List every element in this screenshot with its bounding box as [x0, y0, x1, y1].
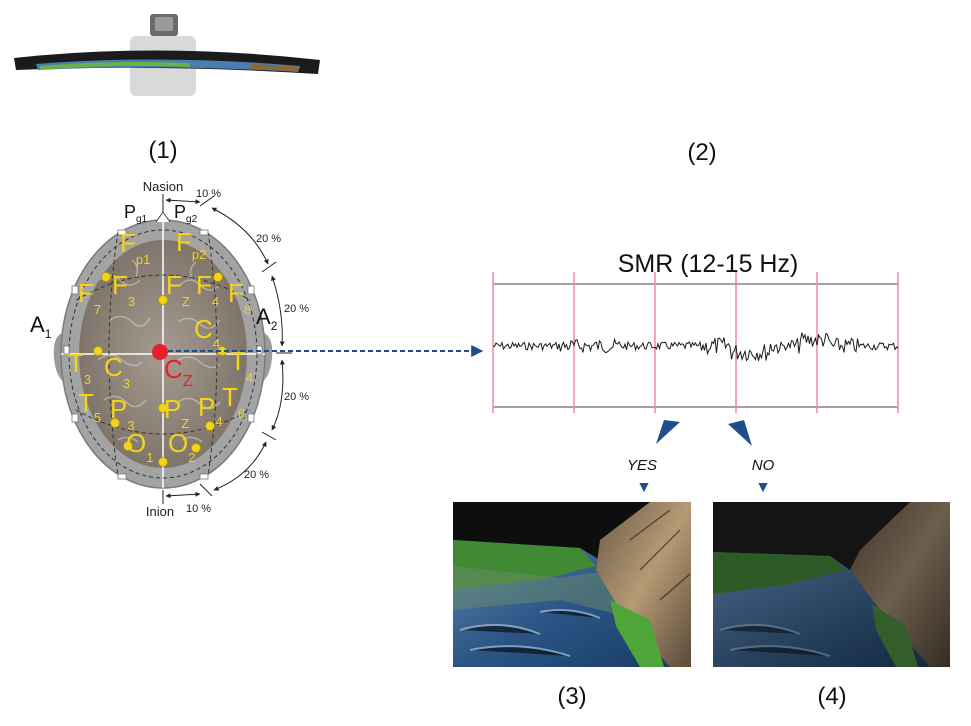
electrode-label-f8: F8 [228, 278, 251, 317]
smr-signal-panel: SMR (12-15 Hz) [492, 250, 899, 413]
electrode-label-f7: F7 [78, 278, 101, 317]
yes-arrow-icon [656, 420, 680, 444]
electrode-label-pz: PZ [164, 394, 189, 431]
nose-icon [155, 211, 171, 223]
panel-label-1: (1) [148, 137, 177, 164]
pct-twenty-3: 20 % [284, 391, 309, 403]
active-electrode-cz [152, 344, 168, 360]
landmark-a2: A2 [256, 304, 278, 333]
landmark-a1: A1 [30, 312, 52, 341]
scene-dim [713, 502, 950, 667]
signal-title: SMR (12-15 Hz) [618, 250, 799, 278]
landmark-pg2: Pg2 [174, 202, 198, 225]
electrode-label-fz: FZ [166, 270, 190, 309]
scene-bright [453, 502, 691, 667]
no-arrow-icon [728, 420, 752, 446]
electrode-dots [93, 272, 227, 467]
electrode-label-fp2: Fp2 [176, 227, 206, 262]
electrode-label-t4: T4 [230, 346, 253, 385]
yes-label: YES [627, 457, 657, 474]
panel-label-3: (3) [557, 683, 586, 710]
electrode-label-p3: P3 [110, 394, 135, 433]
landmark-pg1: Pg1 [124, 202, 148, 225]
panel-label-4: (4) [817, 683, 846, 710]
eeg-head-map: Fp2 Fp1 F7 F3 FZ F4 F8 T3 C3 CZ C4 T4 T5… [30, 179, 309, 519]
smr-trace [492, 332, 899, 362]
electrode-label-t6: T6 [222, 382, 245, 421]
electrode-label-t3: T3 [68, 348, 91, 387]
pct-ten-bottom: 10 % [186, 503, 211, 515]
landmark-inion: Inion [146, 504, 174, 519]
pct-twenty-2: 20 % [284, 303, 309, 315]
electrode-label-o2: O2 [168, 428, 195, 465]
electrode-label-o1: O1 [126, 428, 153, 465]
pct-twenty-4: 20 % [244, 469, 269, 481]
electrode-label-f3: F3 [112, 270, 135, 309]
electrode-label-f4: F4 [196, 270, 219, 309]
electrode-label-cz: CZ [164, 354, 193, 390]
electrode-label-fp1: Fp1 [120, 228, 150, 267]
pct-twenty-1: 20 % [256, 233, 281, 245]
electrode-label-c3: C3 [104, 352, 130, 391]
panel-label-2: (2) [687, 139, 716, 166]
pct-ten-top: 10 % [196, 188, 221, 200]
no-pointer-icon [758, 483, 768, 493]
brain-folds [97, 259, 221, 443]
yes-pointer-icon [639, 483, 649, 493]
electrode-label-p4: P4 [198, 392, 223, 429]
monitor-icon [14, 14, 320, 96]
no-label: NO [752, 457, 775, 474]
electrode-label-t5: T5 [78, 388, 101, 425]
electrode-label-c4: C4 [194, 314, 220, 351]
landmark-nasion: Nasion [143, 179, 183, 194]
measurement-arcs [165, 195, 292, 499]
